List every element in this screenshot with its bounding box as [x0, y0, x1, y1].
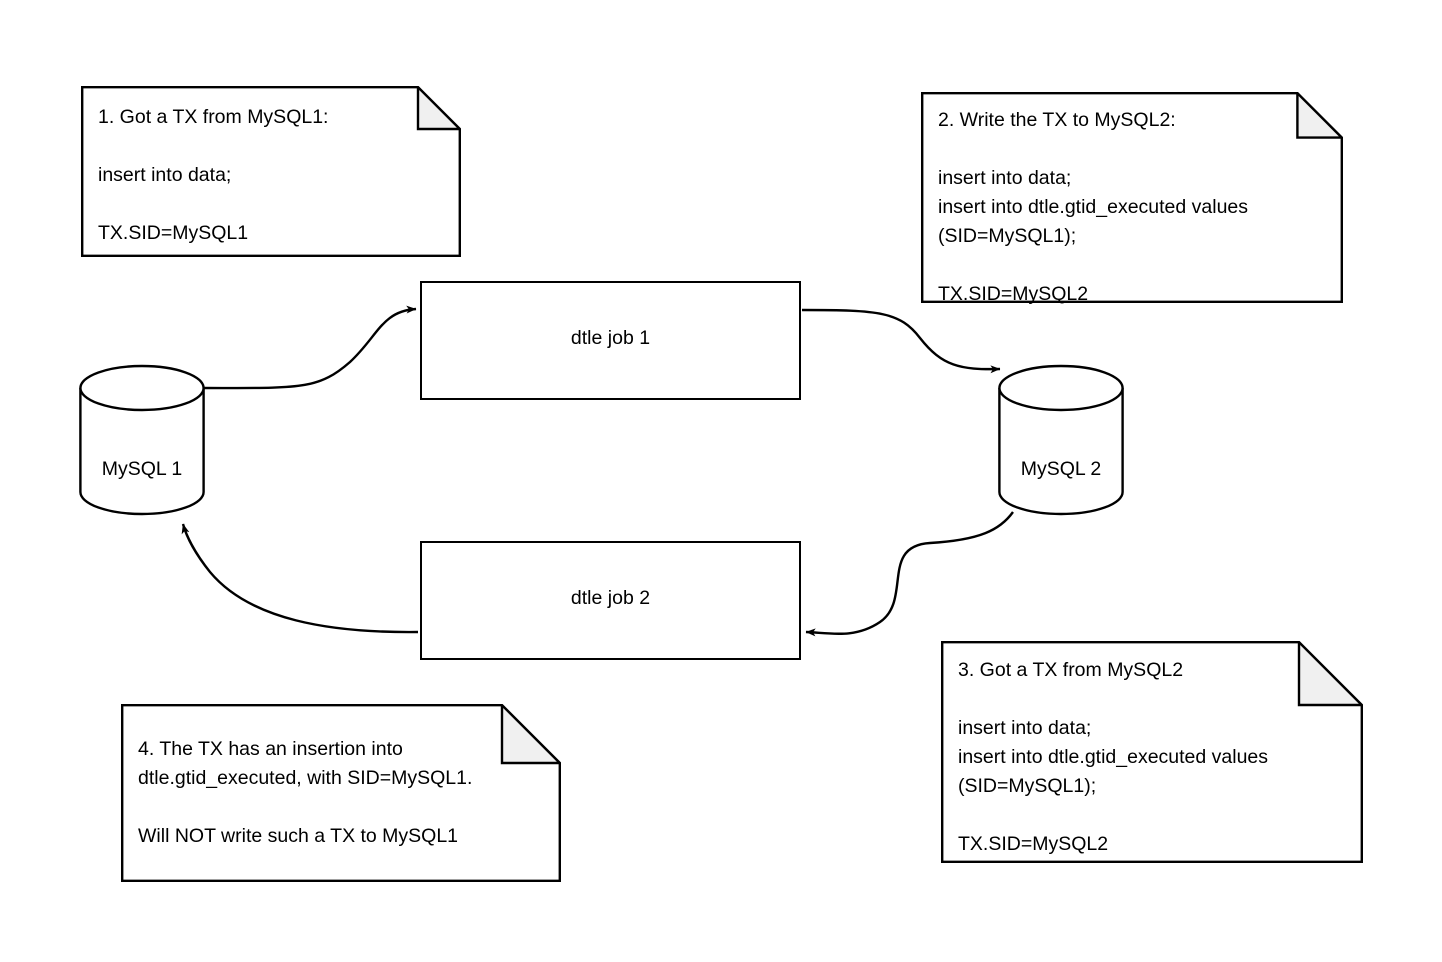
- note-shape-1: [81, 86, 461, 257]
- note-shape-3: [941, 641, 1363, 863]
- note-text-1: 1. Got a TX from MySQL1: insert into dat…: [98, 106, 329, 244]
- edge-job2-to-db1: [181, 523, 419, 634]
- note-fold-corner-4: [500, 704, 561, 765]
- process-box-dtle-job-2[interactable]: dtle job 2: [420, 541, 801, 660]
- cylinder-shape-right: [998, 364, 1124, 516]
- database-node-mysql-2[interactable]: MySQL 2: [997, 364, 1125, 516]
- note-shape-4: [121, 704, 561, 882]
- process-box-dtle-job-1[interactable]: dtle job 1: [420, 281, 801, 400]
- note-fold-corner-1: [416, 86, 461, 131]
- note-card-1[interactable]: 1. Got a TX from MySQL1: insert into dat…: [81, 86, 461, 257]
- database-label-mysql-1: MySQL 1: [101, 458, 183, 480]
- process-label-dtle-job-1: dtle job 1: [570, 327, 651, 349]
- edge-job1-to-db2: [801, 308, 1001, 374]
- cylinder-shape-left: [79, 364, 205, 516]
- note-fold-corner-3: [1297, 641, 1363, 707]
- process-label-dtle-job-2: dtle job 2: [570, 587, 651, 609]
- database-node-mysql-1[interactable]: MySQL 1: [78, 364, 206, 516]
- note-shape-2: [921, 92, 1343, 303]
- edge-db2-to-job2: [805, 511, 1014, 637]
- edge-db1-to-job1: [203, 305, 417, 390]
- note-text-2: 2. Write the TX to MySQL2: insert into d…: [938, 109, 1249, 305]
- note-text-4: 4. The TX has an insertion into dtle.gti…: [138, 738, 473, 847]
- database-label-mysql-2: MySQL 2: [1020, 458, 1102, 480]
- note-card-2[interactable]: 2. Write the TX to MySQL2: insert into d…: [921, 92, 1343, 305]
- note-card-4[interactable]: 4. The TX has an insertion into dtle.gti…: [121, 704, 561, 882]
- note-text-3: 3. Got a TX from MySQL2 insert into data…: [958, 659, 1269, 855]
- note-card-3[interactable]: 3. Got a TX from MySQL2 insert into data…: [941, 641, 1363, 863]
- note-fold-corner-2: [1296, 92, 1343, 139]
